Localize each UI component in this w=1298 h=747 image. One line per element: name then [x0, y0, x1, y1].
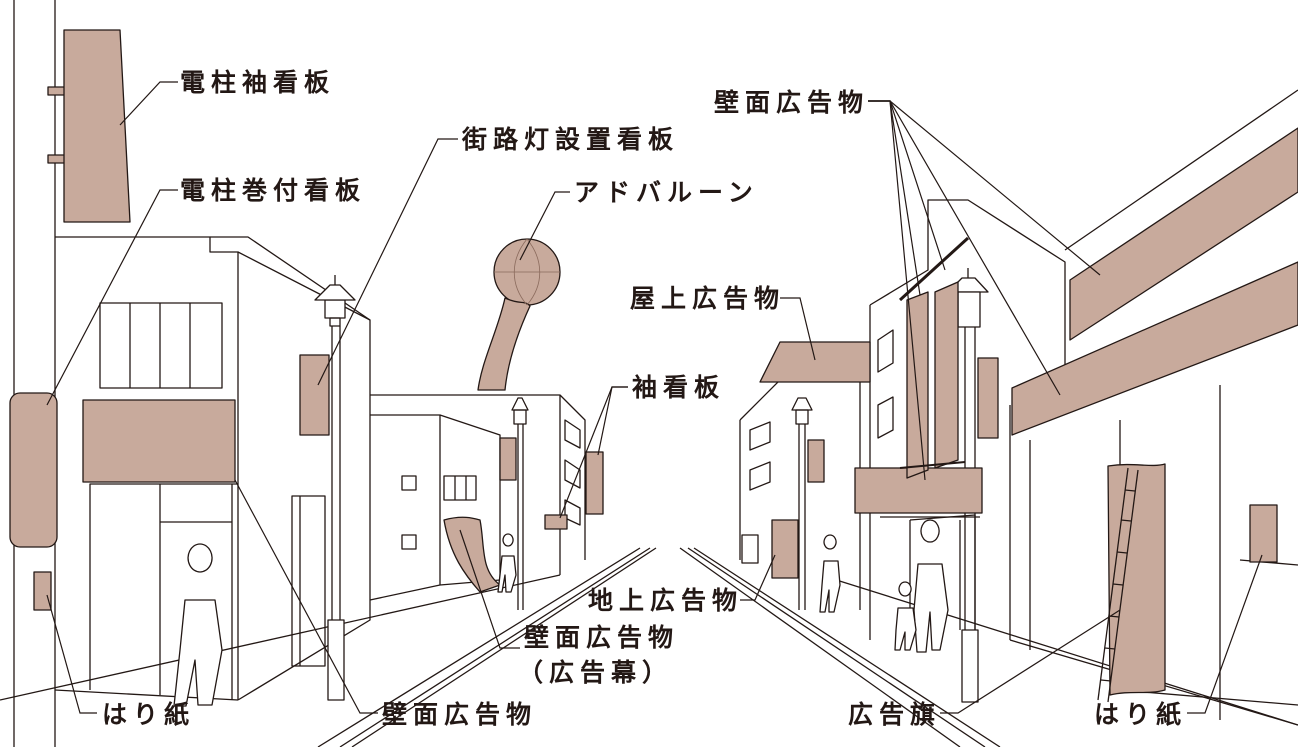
wall-sign-left — [82, 399, 236, 483]
label-poster-left: はり紙 — [102, 700, 196, 729]
lamp-sign-center — [499, 437, 517, 481]
poster-left — [33, 571, 52, 611]
awning-sign — [854, 467, 983, 514]
wall-band-upper — [1069, 127, 1298, 341]
wall-band-lower — [1011, 261, 1298, 436]
ladder — [1097, 467, 1139, 703]
label-wall-advertisement-curtain: 壁面広告物 — [524, 623, 680, 652]
ad-balloon-banner — [477, 297, 531, 391]
road-lines — [0, 547, 1298, 747]
projecting-sign-1 — [585, 451, 604, 515]
pole-projecting-sign — [63, 29, 131, 223]
ad-signs — [9, 29, 1298, 696]
label-advertising-flag: 広告旗 — [848, 700, 942, 729]
pedestrians — [173, 519, 949, 707]
street-lamp-right-center — [791, 397, 813, 610]
label-ad-balloon: アドバルーン — [574, 178, 759, 207]
left-building — [54, 236, 371, 701]
lamp-sign-left — [299, 354, 330, 436]
label-wall-advertisement-top: 壁面広告物 — [714, 88, 870, 117]
pedestrian-adult — [913, 519, 949, 653]
leader-lines — [46, 81, 1263, 714]
label-street-lamp-sign: 街路灯設置看板 — [462, 125, 680, 154]
advertising-flag — [1107, 463, 1166, 696]
pedestrian-right-center — [819, 534, 841, 613]
label-advertising-curtain: （広告幕） — [518, 658, 674, 687]
label-ground-advertisement: 地上広告物 — [588, 586, 744, 615]
label-rooftop-advertisement: 屋上広告物 — [630, 284, 786, 313]
wall-vertical-sign-2 — [934, 281, 959, 469]
ground-sign — [771, 519, 799, 579]
pedestrian-center — [497, 533, 517, 593]
balloon-stripes — [494, 238, 560, 306]
street-lamp-left — [314, 275, 356, 701]
pole-wrapped-sign — [9, 392, 58, 548]
left-middle-building — [369, 394, 586, 601]
projecting-sign-2 — [544, 514, 568, 530]
label-pole-projecting-sign: 電柱袖看板 — [180, 68, 336, 97]
pedestrian-left — [173, 543, 223, 707]
right-back-building — [739, 379, 861, 610]
poster-right — [1249, 504, 1278, 563]
label-poster-right: はり紙 — [1094, 700, 1188, 729]
advertising-curtain — [443, 516, 501, 593]
lamp-sign-right — [977, 357, 999, 439]
street-lamp-center — [511, 397, 529, 610]
label-wall-advertisement-bottom: 壁面広告物 — [382, 700, 538, 729]
label-projecting-sign: 袖看板 — [632, 373, 726, 402]
pedestrian-child — [894, 581, 917, 651]
label-pole-wrapped-sign: 電柱巻付看板 — [180, 176, 367, 205]
lamp-sign-right-center — [807, 439, 825, 483]
rooftop-sign — [759, 341, 871, 383]
